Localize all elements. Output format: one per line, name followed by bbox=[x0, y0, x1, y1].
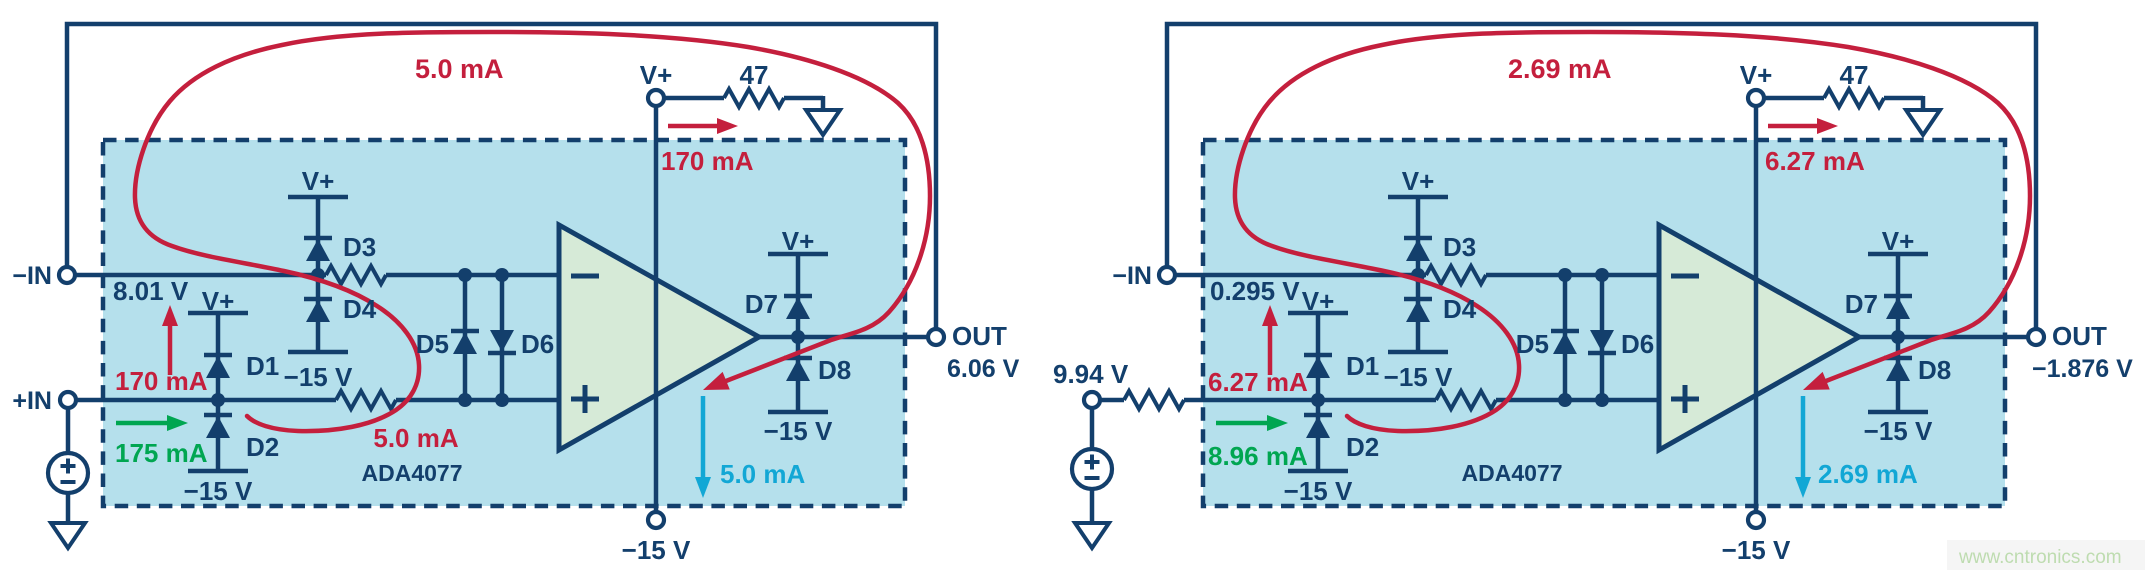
svg-text:−15 V: −15 V bbox=[1864, 416, 1933, 446]
svg-text:−IN: −IN bbox=[1112, 262, 1152, 290]
svg-text:D6: D6 bbox=[1621, 329, 1654, 359]
svg-text:6.06 V: 6.06 V bbox=[947, 355, 1020, 383]
svg-text:D1: D1 bbox=[1346, 351, 1379, 381]
svg-text:9.94 V: 9.94 V bbox=[1053, 359, 1129, 389]
svg-text:−15 V: −15 V bbox=[1284, 476, 1353, 506]
svg-text:D2: D2 bbox=[246, 432, 279, 462]
svg-text:−IN: −IN bbox=[12, 262, 52, 290]
svg-text:ADA4077: ADA4077 bbox=[362, 460, 463, 486]
svg-text:www.cntronics.com: www.cntronics.com bbox=[1958, 547, 2122, 568]
svg-text:D5: D5 bbox=[416, 329, 449, 359]
svg-text:D8: D8 bbox=[1918, 355, 1951, 385]
svg-text:D6: D6 bbox=[521, 329, 554, 359]
svg-text:V+: V+ bbox=[640, 60, 673, 90]
svg-text:170 mA: 170 mA bbox=[115, 366, 208, 396]
svg-text:+IN: +IN bbox=[12, 387, 52, 415]
svg-text:D3: D3 bbox=[1443, 232, 1476, 262]
svg-text:−15 V: −15 V bbox=[764, 416, 833, 446]
svg-text:V+: V+ bbox=[1882, 226, 1915, 256]
svg-text:175 mA: 175 mA bbox=[115, 438, 208, 468]
svg-text:−15 V: −15 V bbox=[622, 535, 691, 565]
svg-text:D4: D4 bbox=[343, 294, 377, 324]
svg-text:OUT: OUT bbox=[952, 321, 1007, 351]
svg-text:−15 V: −15 V bbox=[1722, 535, 1791, 565]
svg-text:V+: V+ bbox=[1302, 286, 1335, 316]
svg-text:6.27 mA: 6.27 mA bbox=[1208, 367, 1308, 397]
svg-text:5.0 mA: 5.0 mA bbox=[373, 423, 458, 453]
svg-text:8.01 V: 8.01 V bbox=[113, 276, 189, 306]
svg-text:0.295 V: 0.295 V bbox=[1210, 276, 1300, 306]
svg-text:47: 47 bbox=[740, 60, 769, 90]
svg-text:D7: D7 bbox=[1845, 289, 1878, 319]
svg-text:D5: D5 bbox=[1516, 329, 1549, 359]
svg-text:−15 V: −15 V bbox=[284, 362, 353, 392]
svg-text:−1.876 V: −1.876 V bbox=[2032, 355, 2133, 383]
svg-text:8.96 mA: 8.96 mA bbox=[1208, 441, 1308, 471]
svg-text:5.0 mA: 5.0 mA bbox=[415, 54, 504, 84]
svg-text:D3: D3 bbox=[343, 232, 376, 262]
svg-text:2.69 mA: 2.69 mA bbox=[1818, 459, 1918, 489]
svg-text:V+: V+ bbox=[202, 286, 235, 316]
svg-text:47: 47 bbox=[1840, 60, 1869, 90]
svg-text:2.69 mA: 2.69 mA bbox=[1508, 54, 1612, 84]
svg-text:D2: D2 bbox=[1346, 432, 1379, 462]
svg-text:6.27 mA: 6.27 mA bbox=[1765, 146, 1865, 176]
svg-text:V+: V+ bbox=[302, 166, 335, 196]
svg-text:170 mA: 170 mA bbox=[661, 146, 754, 176]
svg-text:−15 V: −15 V bbox=[184, 476, 253, 506]
svg-text:V+: V+ bbox=[782, 226, 815, 256]
svg-text:D8: D8 bbox=[818, 355, 851, 385]
svg-text:D4: D4 bbox=[1443, 294, 1477, 324]
svg-text:−15 V: −15 V bbox=[1384, 362, 1453, 392]
svg-text:V+: V+ bbox=[1402, 166, 1435, 196]
svg-text:ADA4077: ADA4077 bbox=[1462, 460, 1563, 486]
svg-text:5.0 mA: 5.0 mA bbox=[720, 459, 805, 489]
svg-text:D1: D1 bbox=[246, 351, 279, 381]
svg-text:OUT: OUT bbox=[2052, 321, 2107, 351]
svg-text:V+: V+ bbox=[1740, 60, 1773, 90]
svg-text:D7: D7 bbox=[745, 289, 778, 319]
